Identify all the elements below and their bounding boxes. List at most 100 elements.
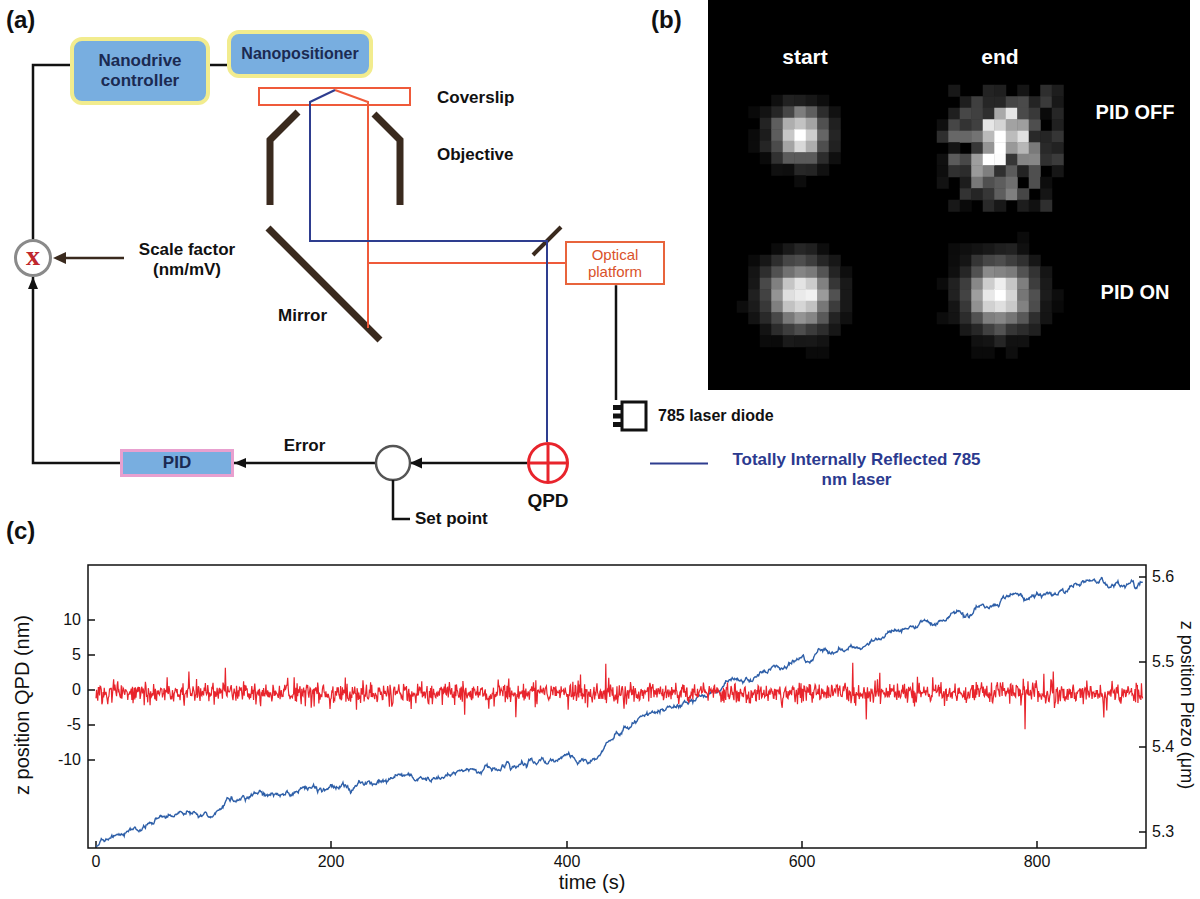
image-pixel: [1029, 255, 1041, 267]
figure-label: Objective: [437, 145, 514, 165]
image-pixel: [948, 301, 960, 313]
image-pixel: [983, 85, 995, 97]
axis-tick: [566, 841, 568, 848]
image-pixel: [960, 278, 972, 290]
image-pixel: [983, 165, 995, 177]
image-pixel: [960, 108, 972, 120]
image-pixel: [994, 324, 1006, 336]
image-pixel: [1006, 131, 1018, 143]
image-pixel: [829, 255, 841, 267]
image-pixel: [983, 312, 995, 324]
image-pixel: [1052, 301, 1064, 313]
axis-title: z position Piezo (μm): [1177, 621, 1198, 789]
image-pixel: [960, 154, 972, 166]
image-pixel: [948, 142, 960, 154]
image-pixel: [1017, 85, 1029, 97]
image-pixel: [760, 335, 772, 347]
figure-label: PID OFF: [1096, 101, 1175, 124]
image-pixel: [1006, 301, 1018, 313]
image-pixel: [806, 289, 818, 301]
qpd-cross: [530, 462, 566, 465]
image-pixel: [771, 243, 783, 255]
diode-symbol: [612, 400, 648, 432]
image-pixel: [994, 154, 1006, 166]
image-pixel: [948, 131, 960, 143]
image-pixel: [948, 85, 960, 97]
image-pixel: [983, 335, 995, 347]
image-pixel: [783, 324, 795, 336]
axis-tick: [88, 654, 95, 656]
figure-label: 5.3: [1152, 823, 1174, 841]
axis-tick: [1036, 841, 1038, 848]
figure-label: 600: [789, 853, 816, 871]
image-pixel: [1040, 142, 1052, 154]
image-pixel: [937, 312, 949, 324]
legend-line: [650, 463, 708, 465]
image-pixel: [971, 188, 983, 200]
image-pixel: [794, 324, 806, 336]
image-pixel: [1029, 119, 1041, 131]
image-pixel: [1029, 108, 1041, 120]
image-pixel: [783, 95, 795, 107]
image-pixel: [948, 119, 960, 131]
image-pixel: [806, 266, 818, 278]
signal-connector: [210, 64, 227, 67]
image-pixel: [960, 96, 972, 108]
image-pixel: [960, 289, 972, 301]
spot-images: [737, 85, 1064, 359]
image-pixel: [1017, 243, 1029, 255]
image-pixel: [1029, 324, 1041, 336]
image-pixel: [960, 266, 972, 278]
image-pixel: [971, 289, 983, 301]
image-pixel: [806, 324, 818, 336]
axis-tick: [88, 759, 95, 761]
image-pixel: [937, 131, 949, 143]
image-pixel: [794, 141, 806, 153]
junction-arrow-head: [410, 458, 422, 469]
image-pixel: [994, 165, 1006, 177]
image-pixel: [771, 289, 783, 301]
image-pixel: [771, 129, 783, 141]
image-pixel: [1006, 347, 1018, 359]
image-pixel: [983, 154, 995, 166]
image-pixel: [806, 347, 818, 359]
figure-label: 5.4: [1152, 738, 1174, 756]
image-pixel: [1052, 108, 1064, 120]
figure-label: 5: [72, 646, 81, 664]
image-pixel: [760, 312, 772, 324]
image-pixel: [983, 289, 995, 301]
image-pixel: [748, 266, 760, 278]
image-pixel: [983, 266, 995, 278]
image-pixel: [1029, 177, 1041, 189]
image-pixel: [1040, 96, 1052, 108]
image-pixel: [829, 118, 841, 130]
image-pixel: [748, 106, 760, 118]
image-pixel: [1006, 255, 1018, 267]
image-pixel: [840, 312, 852, 324]
mirror-symbol: [268, 228, 380, 340]
image-pixel: [783, 335, 795, 347]
image-pixel: [960, 177, 972, 189]
positioner-box: Nanopositioner: [227, 30, 372, 78]
image-pixel: [771, 106, 783, 118]
image-pixel: [1040, 289, 1052, 301]
diode-pin: [613, 414, 622, 419]
image-pixel: [960, 312, 972, 324]
image-pixel: [960, 255, 972, 267]
image-pixel: [1040, 188, 1052, 200]
image-pixel: [1017, 96, 1029, 108]
image-pixel: [771, 266, 783, 278]
image-pixel: [771, 141, 783, 153]
image-pixel: [1029, 278, 1041, 290]
plot-frame: [88, 565, 1146, 848]
image-pixel: [760, 324, 772, 336]
image-pixel: [1017, 301, 1029, 313]
image-pixel: [948, 255, 960, 267]
image-pixel: [1017, 154, 1029, 166]
image-pixel: [794, 95, 806, 107]
figure-label: -10: [58, 751, 81, 769]
node-label: Optical platform: [575, 246, 655, 281]
image-pixel: [817, 141, 829, 153]
image-pixel: [817, 118, 829, 130]
image-pixel: [829, 324, 841, 336]
